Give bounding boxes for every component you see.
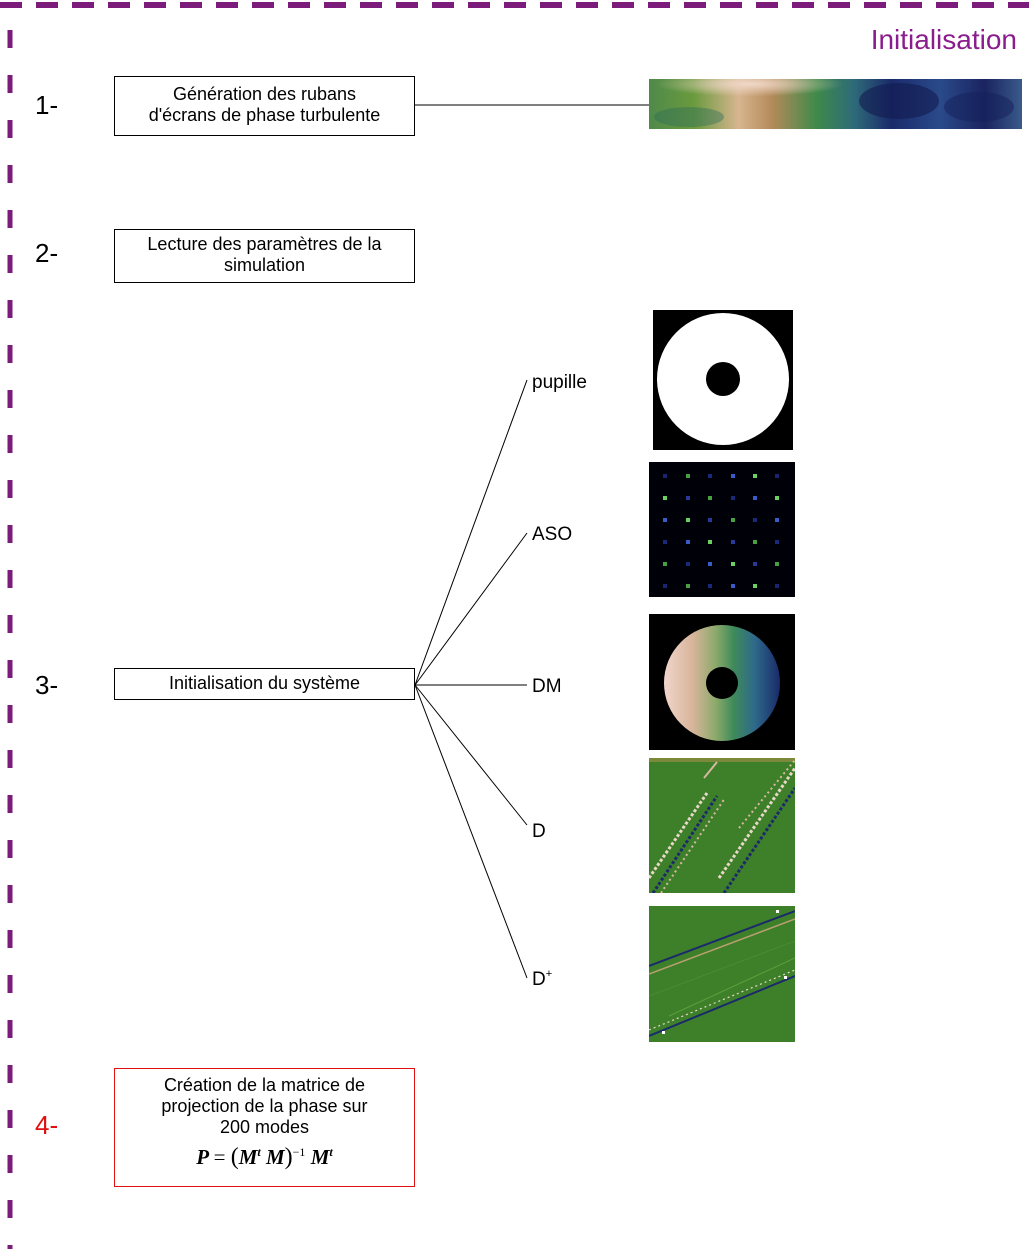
sensor-spot <box>663 518 667 522</box>
sensor-spot <box>775 584 779 588</box>
formula-close-paren: ) <box>284 1144 293 1170</box>
section-title: Initialisation <box>870 24 1017 55</box>
branch-label-aso: ASO <box>532 524 573 545</box>
formula-t1: t <box>257 1145 261 1159</box>
branch-label-dplus-base: D <box>532 969 546 990</box>
formula-inverse: −1 <box>292 1145 306 1159</box>
sensor-spot <box>731 584 735 588</box>
branch-label-dm: DM <box>532 676 562 697</box>
sensor-spot <box>686 474 690 478</box>
step-2-box: Lecture des paramètres de la simulation <box>114 229 415 283</box>
sensor-spot <box>686 584 690 588</box>
formula-m2: M <box>265 1145 285 1169</box>
sensor-spot <box>686 496 690 500</box>
sensor-spot <box>753 540 757 544</box>
sensor-spot <box>731 496 735 500</box>
branch-label-dplus: D+ <box>532 968 553 991</box>
sensor-spot <box>731 540 735 544</box>
step-3-number: 3- <box>35 670 59 700</box>
step-4-line-3: 200 modes <box>219 1117 310 1137</box>
sensor-spot <box>663 540 667 544</box>
sensor-spot <box>753 518 757 522</box>
sensor-spot <box>753 474 757 478</box>
sensor-spot <box>753 584 757 588</box>
formula-equals: = <box>213 1145 226 1169</box>
step-3-line-1: Initialisation du système <box>168 673 361 693</box>
sensor-spot <box>775 562 779 566</box>
command-matrix-image <box>649 906 795 1042</box>
step-1-line-1: Génération des rubans <box>172 84 357 104</box>
sensor-spot <box>775 540 779 544</box>
sensor-spot <box>753 496 757 500</box>
step-2-number: 2- <box>35 238 59 268</box>
sensor-spot <box>731 474 735 478</box>
sensor-spot <box>686 540 690 544</box>
branch-label-d: D <box>532 821 546 842</box>
sensor-spot <box>708 496 712 500</box>
step-4-number: 4- <box>35 1110 59 1140</box>
step-1-number: 1- <box>35 90 59 120</box>
projection-formula: P = (Mt M)−1 Mt <box>115 1142 414 1170</box>
formula-open-paren: ( <box>230 1144 239 1170</box>
step-4-line-2: projection de la phase sur <box>161 1096 368 1116</box>
sensor-spot <box>775 496 779 500</box>
sensor-spot <box>708 562 712 566</box>
formula-p: P <box>196 1145 209 1169</box>
step-2-line-1: Lecture des paramètres de la <box>147 234 382 254</box>
sensor-spot <box>775 518 779 522</box>
branch-label-dplus-sup: + <box>545 968 553 980</box>
deformable-mirror-image <box>649 614 795 750</box>
sensor-spot <box>708 518 712 522</box>
interaction-matrix-image <box>649 758 795 893</box>
step-3-box: Initialisation du système <box>114 668 415 700</box>
step-1-line-2: d'écrans de phase turbulente <box>148 105 381 125</box>
step-1-connector <box>415 104 650 106</box>
sensor-spot <box>753 562 757 566</box>
phase-screen-image <box>649 79 1022 129</box>
formula-m1: M <box>238 1145 258 1169</box>
wavefront-sensor-image <box>649 462 795 597</box>
sensor-spot <box>775 474 779 478</box>
sensor-spot <box>686 518 690 522</box>
sensor-spot <box>731 562 735 566</box>
sensor-spot <box>708 584 712 588</box>
sensor-spot <box>663 496 667 500</box>
step-2-line-2: simulation <box>223 255 306 275</box>
sensor-spot <box>663 474 667 478</box>
step-4-line-1: Création de la matrice de <box>163 1075 366 1095</box>
branch-label-pupille: pupille <box>532 372 587 393</box>
sensor-spot <box>731 518 735 522</box>
sensor-spot <box>663 562 667 566</box>
formula-t2: t <box>329 1145 333 1159</box>
formula-m3: M <box>310 1145 330 1169</box>
step-4-box: Création de la matrice de projection de … <box>114 1068 415 1187</box>
sensor-spot <box>708 540 712 544</box>
sensor-spot <box>708 474 712 478</box>
sensor-spot <box>663 584 667 588</box>
sensor-spot <box>686 562 690 566</box>
pupil-image <box>653 310 793 450</box>
step-1-box: Génération des rubans d'écrans de phase … <box>114 76 415 136</box>
